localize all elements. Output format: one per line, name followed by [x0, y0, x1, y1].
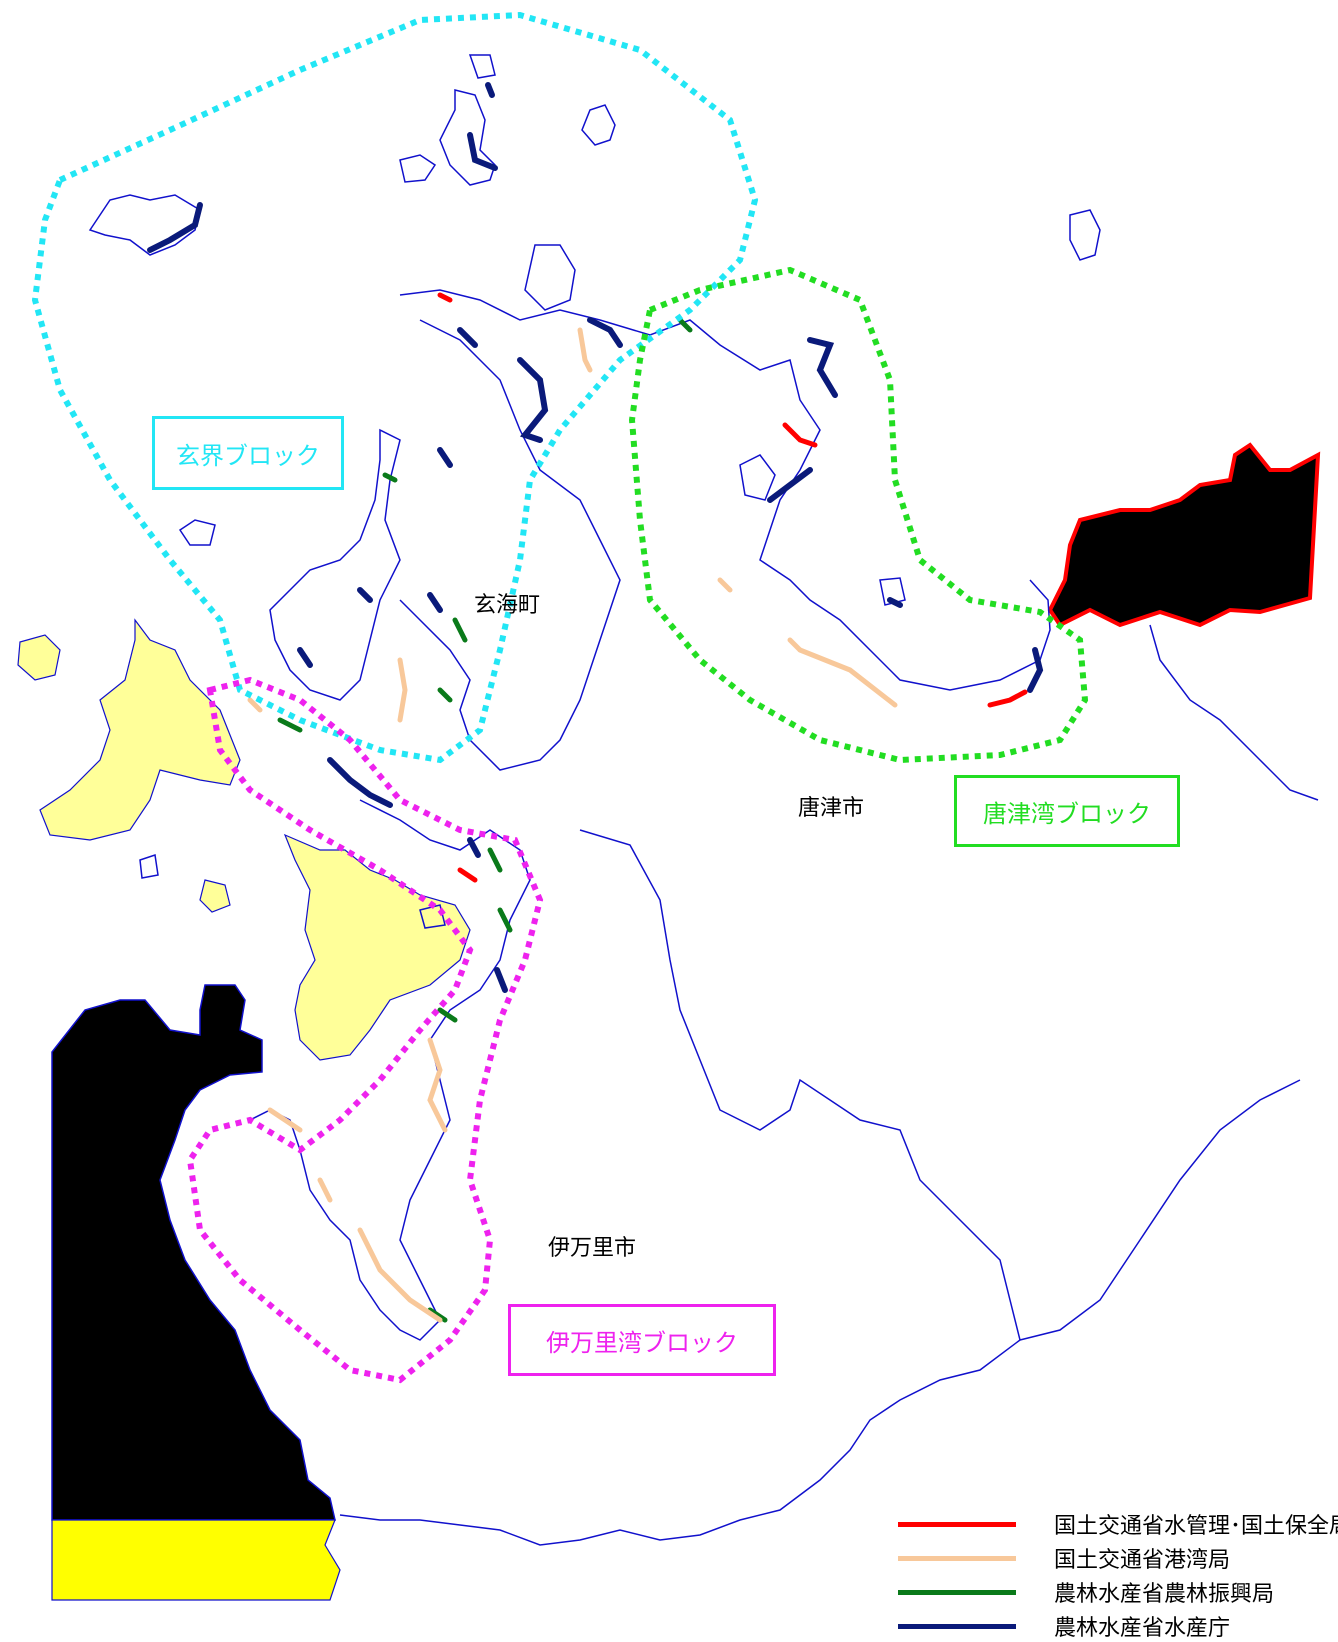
- black-land-northeast: [1047, 442, 1321, 628]
- legend-label: 国土交通省港湾局: [1054, 1548, 1231, 1573]
- yellow-island-large-west: [39, 618, 241, 841]
- genkai-block-boundary: [31, 11, 759, 764]
- segments-fisheries-agency: [147, 82, 1044, 993]
- imari-bay-block-boundary: [186, 676, 544, 1384]
- legend-swatch-green: [898, 1589, 1016, 1595]
- karatsu-bay-block-boundary: [628, 266, 1089, 764]
- segments-agri-promotion: [277, 317, 693, 1323]
- yellow-island-large-east: [283, 833, 471, 1061]
- legend-swatch-red: [898, 1521, 1016, 1527]
- legend-label: 農林水産省農林振興局: [1054, 1582, 1275, 1607]
- legend-item-agri-promotion: 農林水産省農林振興局: [898, 1576, 1274, 1608]
- segments-water-management: [437, 292, 1028, 883]
- yellow-island-small-west: [17, 634, 61, 681]
- legend-item-water-management: 国土交通省水管理･国土保全局: [898, 1508, 1338, 1540]
- yellow-land-bottom: [51, 1519, 341, 1601]
- place-genkai-town: 玄海町: [474, 593, 541, 618]
- place-karatsu-city: 唐津市: [798, 796, 865, 821]
- segments-ports-bureau: [247, 327, 898, 1323]
- legend-label: 国土交通省水管理･国土保全局: [1054, 1514, 1338, 1539]
- genkai-block-label: 玄界ブロック: [152, 416, 344, 490]
- yellow-island-tiny: [199, 879, 231, 913]
- black-land-southwest: [51, 984, 336, 1521]
- legend-swatch-peach: [898, 1555, 1016, 1561]
- imari-bay-block-label: 伊万里湾ブロック: [508, 1304, 776, 1376]
- karatsu-bay-block-label: 唐津湾ブロック: [954, 775, 1180, 847]
- legend-label: 農林水産省水産庁: [1054, 1616, 1231, 1641]
- legend-item-fisheries-agency: 農林水産省水産庁: [898, 1610, 1230, 1642]
- legend-item-ports-bureau: 国土交通省港湾局: [898, 1542, 1230, 1574]
- place-imari-city: 伊万里市: [548, 1236, 637, 1261]
- legend-swatch-navy: [898, 1623, 1016, 1629]
